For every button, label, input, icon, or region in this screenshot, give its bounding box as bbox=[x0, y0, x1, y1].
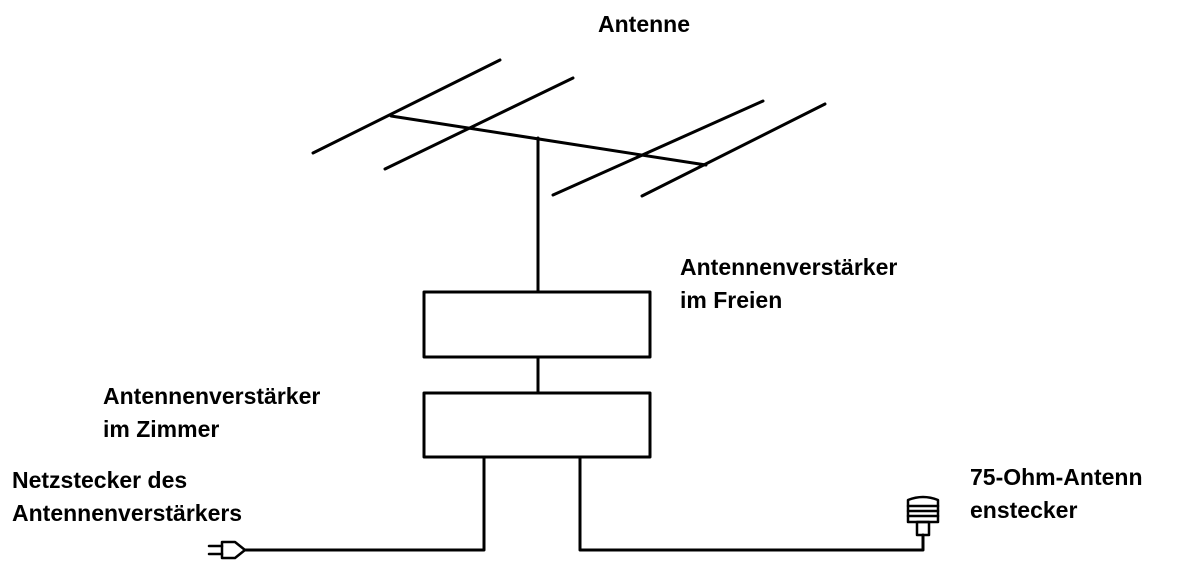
mains-plug-label-line2: Antennenverstärkers bbox=[12, 500, 243, 526]
antenna-icon bbox=[311, 58, 827, 294]
antenna-element-3 bbox=[551, 99, 765, 197]
coax-cable bbox=[578, 455, 925, 552]
coax-plug-icon bbox=[906, 495, 940, 537]
indoor-amplifier-label-line1: Antennenverstärker bbox=[103, 383, 321, 409]
outdoor-amplifier-box bbox=[422, 290, 652, 359]
antenna-element-1 bbox=[311, 58, 502, 155]
mains-plug-label-line1: Netzstecker des bbox=[12, 467, 188, 493]
coax-plug-label: 75-Ohm-Antenn enstecker bbox=[970, 461, 1143, 527]
antenna-label: Antenne bbox=[598, 8, 690, 41]
outdoor-amplifier-label: Antennenverstärker im Freien bbox=[680, 251, 897, 317]
indoor-amplifier-label-line2: im Zimmer bbox=[103, 416, 220, 442]
antenna-element-4 bbox=[640, 102, 827, 198]
power-cable bbox=[243, 455, 486, 552]
antenna-label-text: Antenne bbox=[598, 11, 690, 37]
antenna-element-2 bbox=[383, 76, 575, 171]
indoor-amplifier-box bbox=[422, 391, 652, 459]
mains-plug-label: Netzstecker des Antennenverstärkers bbox=[12, 464, 242, 530]
outdoor-amplifier-label-line1: Antennenverstärker bbox=[680, 254, 898, 280]
mains-plug-icon bbox=[207, 540, 247, 560]
coax-plug-label-line1: 75-Ohm-Antenn bbox=[970, 464, 1143, 490]
coax-plug-label-line2: enstecker bbox=[970, 497, 1078, 523]
antenna-boom bbox=[389, 114, 708, 167]
indoor-amplifier-label: Antennenverstärker im Zimmer bbox=[103, 380, 320, 446]
outdoor-amplifier-label-line2: im Freien bbox=[680, 287, 783, 313]
